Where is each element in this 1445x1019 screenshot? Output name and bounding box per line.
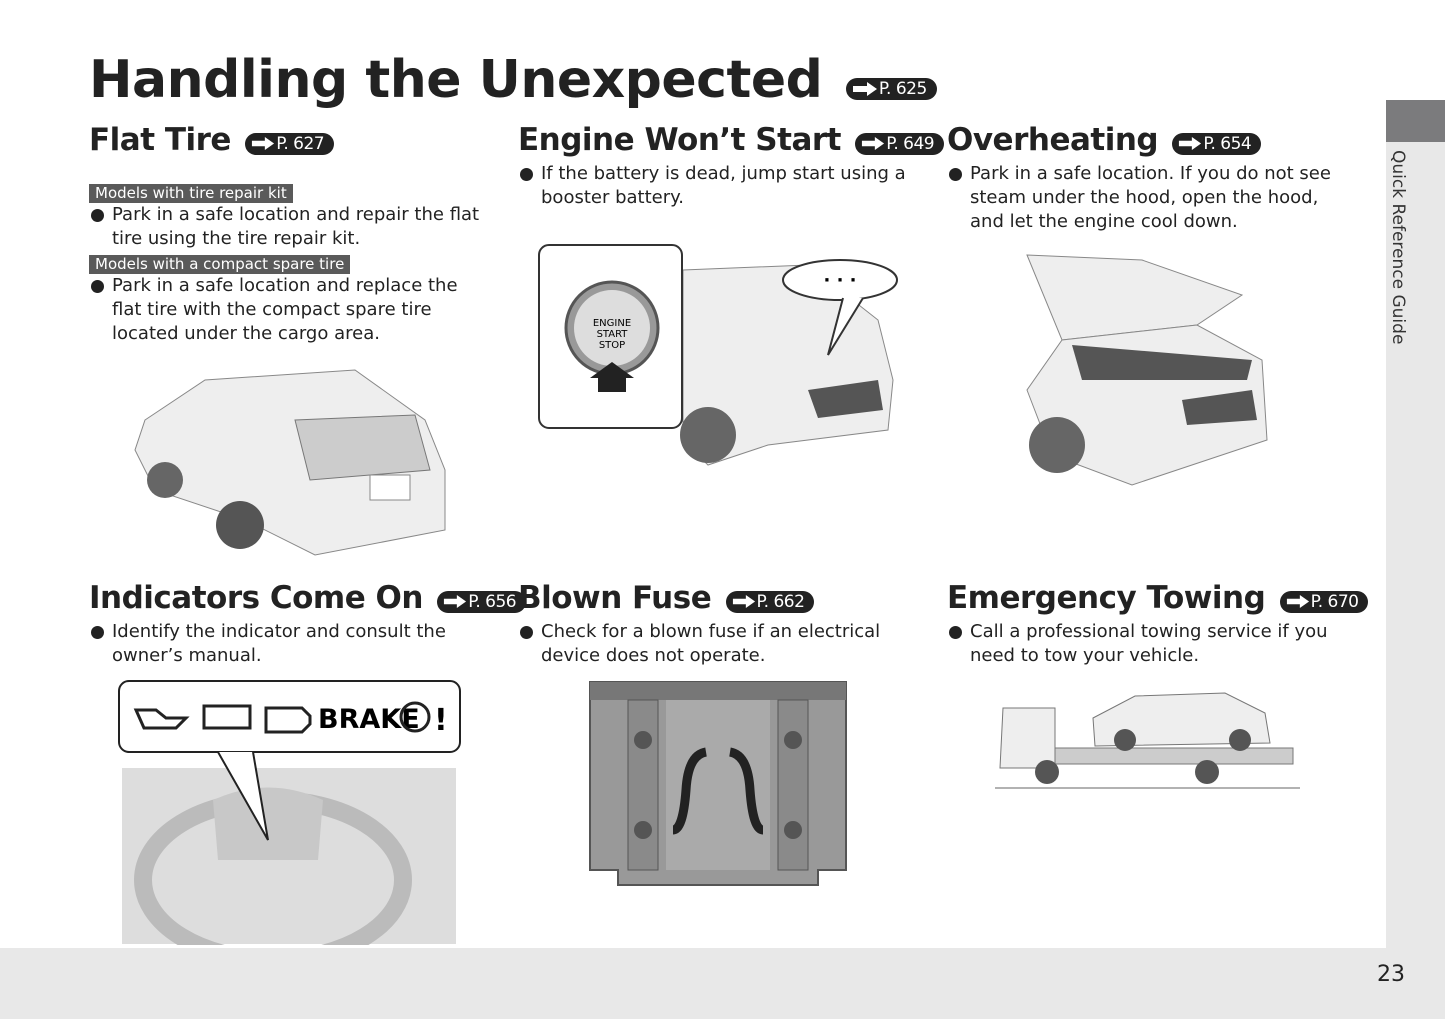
page-reference-link[interactable]: P. 627 <box>245 132 335 155</box>
page-title-text: Handling the Unexpected <box>89 50 823 110</box>
page-reference-link[interactable]: P. 662 <box>725 590 815 613</box>
exclamation-icon: ! <box>434 703 448 738</box>
open-hood-illustration <box>1026 254 1268 486</box>
model-tag: Models with tire repair kit <box>89 184 293 203</box>
page-reference-link[interactable]: P. 649 <box>855 132 945 155</box>
arrow-icon <box>852 82 877 96</box>
button-label: STOP <box>599 340 625 351</box>
check-engine-icon <box>264 706 312 734</box>
dashboard-indicators-illustration: BRAKE ! <box>118 680 461 945</box>
page-reference-link[interactable]: P. 670 <box>1279 590 1369 613</box>
tow-truck-illustration <box>995 692 1300 789</box>
arrow-icon <box>252 137 275 150</box>
section-emergency-towing: Emergency Towing P. 670 Call a professio… <box>947 580 1369 670</box>
bullet-item: Identify the indicator and consult the o… <box>89 620 489 668</box>
arrow-icon <box>444 595 467 608</box>
bullet-item: If the battery is dead, jump start using… <box>518 162 918 210</box>
page-reference-link[interactable]: P. 654 <box>1172 132 1262 155</box>
footer-band <box>0 948 1445 1019</box>
bullet-item: Park in a safe location and replace the … <box>89 274 489 346</box>
arrow-icon <box>862 137 885 150</box>
steering-warning-icon <box>399 701 431 733</box>
section-heading: Blown Fuse P. 662 <box>518 580 918 616</box>
arrow-icon <box>732 595 755 608</box>
page-reference-link[interactable]: P. 656 <box>437 590 527 613</box>
page-title: Handling the Unexpected P. 625 <box>89 50 937 110</box>
model-tag: Models with a compact spare tire <box>89 255 351 274</box>
bullet-item: Call a professional towing service if yo… <box>947 620 1347 668</box>
page-number: 23 <box>1377 962 1405 987</box>
arrow-icon <box>1286 595 1309 608</box>
bullet-item: Park in a safe location and repair the f… <box>89 203 489 251</box>
blown-fuse-illustration <box>589 681 847 886</box>
page-reference-link[interactable]: P. 625 <box>845 78 937 100</box>
speech-bubble-text: · · · <box>823 270 856 291</box>
section-engine-wont-start: Engine Won’t Start P. 649 If the battery… <box>518 122 945 212</box>
side-tab-marker <box>1386 100 1445 142</box>
section-heading: Emergency Towing P. 670 <box>947 580 1369 616</box>
battery-icon <box>202 704 252 730</box>
button-label: ENGINE <box>593 318 631 329</box>
section-heading: Flat Tire P. 627 <box>89 122 489 158</box>
oil-pressure-icon <box>133 708 190 730</box>
section-heading: Indicators Come On P. 656 <box>89 580 527 616</box>
bullet-item: Check for a blown fuse if an electrical … <box>518 620 918 668</box>
side-tab-label: Quick Reference Guide <box>1388 150 1408 345</box>
ref-text: P. 625 <box>878 79 927 99</box>
section-heading: Overheating P. 654 <box>947 122 1347 158</box>
engine-start-illustration: · · · ENGINE START STOP <box>538 244 898 466</box>
button-label: START <box>597 329 629 340</box>
section-heading: Engine Won’t Start P. 649 <box>518 122 945 158</box>
section-flat-tire: Flat Tire P. 627 Models with tire repair… <box>89 122 489 348</box>
bullet-item: Park in a safe location. If you do not s… <box>947 162 1347 234</box>
section-overheating: Overheating P. 654 Park in a safe locati… <box>947 122 1347 236</box>
suv-rear-illustration <box>134 369 446 556</box>
section-blown-fuse: Blown Fuse P. 662 Check for a blown fuse… <box>518 580 918 670</box>
section-indicators: Indicators Come On P. 656 Identify the i… <box>89 580 527 670</box>
arrow-icon <box>1179 137 1202 150</box>
side-tab <box>1386 100 1445 948</box>
